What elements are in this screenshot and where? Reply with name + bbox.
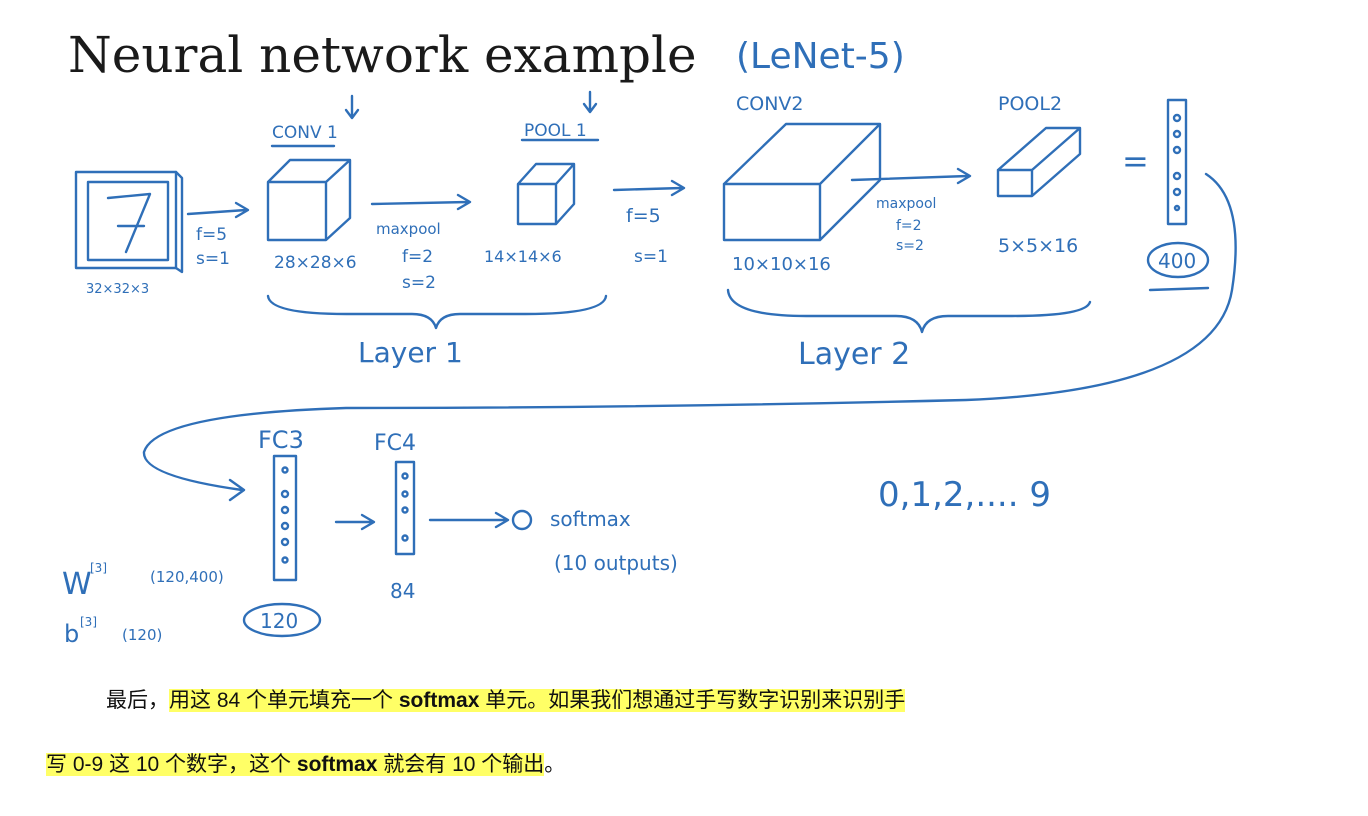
flatten-equals: = bbox=[1122, 142, 1149, 180]
pool2-params-name: maxpool bbox=[876, 196, 936, 212]
conv1-size: 28×28×6 bbox=[274, 253, 357, 273]
slide-title: Neural network example bbox=[68, 26, 697, 84]
output-classes: 0,1,2,.... 9 bbox=[878, 475, 1051, 515]
flatten-vector bbox=[1166, 98, 1188, 226]
softmax-label: softmax bbox=[550, 507, 631, 531]
fc3-circle bbox=[242, 602, 322, 638]
pool1-params-name: maxpool bbox=[376, 220, 441, 238]
caption-highlight: 写 0-9 这 10 个数字，这个 softmax 就会有 10 个输出 bbox=[46, 753, 545, 776]
pool1-volume bbox=[516, 162, 576, 226]
conv2-volume bbox=[722, 122, 882, 242]
input-size: 32×32×3 bbox=[86, 282, 149, 297]
weight-w-superscript: [3] bbox=[90, 561, 107, 575]
flatten-count: 400 bbox=[1158, 249, 1196, 273]
conv2-size: 10×10×16 bbox=[732, 254, 831, 275]
caption-line-1: 最后，用这 84 个单元填充一个 softmax 单元。如果我们想通过手写数字识… bbox=[46, 684, 906, 714]
fc3-label: FC3 bbox=[258, 426, 304, 454]
pool2-params-s: s=2 bbox=[896, 238, 924, 254]
down-arrow-icon bbox=[344, 94, 360, 120]
fc4-label: FC4 bbox=[374, 431, 416, 456]
fc4-count: 84 bbox=[390, 579, 415, 603]
conv1-volume bbox=[266, 158, 352, 242]
arrow-icon bbox=[428, 511, 510, 529]
caption-line-2: 写 0-9 这 10 个数字，这个 softmax 就会有 10 个输出。 bbox=[46, 748, 565, 778]
pool1-params-s: s=2 bbox=[402, 273, 436, 293]
lenet-slide: Neural network example (LeNet-5) 32×32×3… bbox=[46, 0, 1252, 652]
pool2-params-f: f=2 bbox=[896, 218, 922, 234]
fc4-vector bbox=[394, 460, 416, 556]
pool2-label: POOL2 bbox=[998, 93, 1062, 115]
fc3-count: 120 bbox=[260, 609, 298, 633]
pool2-volume bbox=[996, 126, 1082, 198]
pool2-size: 5×5×16 bbox=[998, 235, 1078, 257]
arrow-icon bbox=[850, 167, 972, 185]
layer1-brace bbox=[266, 294, 608, 330]
pool1-size: 14×14×6 bbox=[484, 247, 562, 266]
step2-s: s=1 bbox=[634, 247, 668, 267]
arrow-icon bbox=[186, 201, 250, 219]
step2-f: f=5 bbox=[626, 205, 661, 227]
arrow-icon bbox=[334, 513, 376, 531]
arrow-icon bbox=[370, 193, 472, 211]
step1-s: s=1 bbox=[196, 249, 230, 269]
pool1-params-f: f=2 bbox=[402, 247, 433, 267]
layer1-label: Layer 1 bbox=[358, 336, 463, 369]
layer2-brace bbox=[726, 288, 1092, 334]
layer2-label: Layer 2 bbox=[798, 337, 910, 372]
bias-b-shape: (120) bbox=[122, 626, 162, 644]
lenet-diagram: Neural network example (LeNet-5) 32×32×3… bbox=[62, 26, 1237, 648]
conv2-label: CONV2 bbox=[736, 93, 804, 115]
down-arrow-icon bbox=[582, 90, 598, 114]
weight-w-shape: (120,400) bbox=[150, 568, 224, 586]
flatten-underline bbox=[1148, 286, 1210, 292]
bias-b: b bbox=[64, 620, 79, 648]
fc3-vector bbox=[272, 454, 298, 582]
pool1-label: POOL 1 bbox=[524, 121, 587, 141]
input-image bbox=[74, 170, 184, 274]
softmax-node bbox=[511, 509, 533, 531]
caption-text: 最后， bbox=[106, 689, 169, 712]
connector-curve bbox=[142, 172, 1237, 502]
softmax-outputs: (10 outputs) bbox=[554, 551, 678, 575]
step1-f: f=5 bbox=[196, 225, 227, 245]
arrow-icon bbox=[612, 179, 686, 197]
conv1-label: CONV 1 bbox=[272, 123, 338, 143]
caption-highlight: 用这 84 个单元填充一个 softmax 单元。如果我们想通过手写数字识别来识… bbox=[169, 689, 906, 712]
slide-subtitle: (LeNet-5) bbox=[736, 36, 905, 77]
weight-w: W bbox=[62, 567, 92, 602]
flatten-circle bbox=[1146, 241, 1210, 279]
bias-b-superscript: [3] bbox=[80, 615, 97, 629]
caption-text: 。 bbox=[544, 753, 566, 776]
